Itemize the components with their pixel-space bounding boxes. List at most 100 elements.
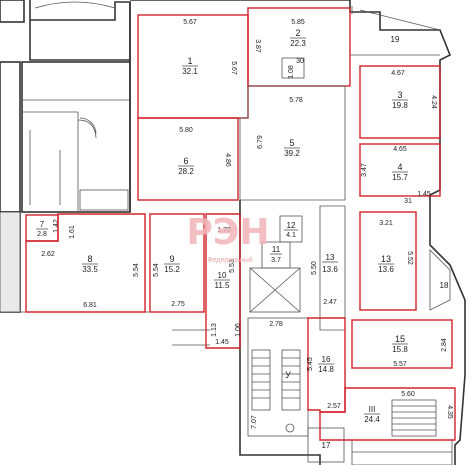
- watermark-text: Федеральный: [207, 256, 252, 264]
- room-17: 17: [307, 427, 345, 463]
- watermark-logo: РЭН: [187, 212, 270, 253]
- dim-5-78: 5.78: [289, 97, 303, 104]
- room-9: 9 15.2 5.54 2.75: [149, 213, 205, 313]
- dim-1-42: 1.42: [53, 219, 60, 233]
- room-15-number: 15: [395, 334, 405, 344]
- dim-1-61: 1.61: [69, 225, 76, 239]
- room-6-number: 6: [183, 156, 188, 166]
- room-18: 18: [429, 249, 451, 311]
- room-1: 1 32.1 5.67 5.67: [137, 14, 249, 119]
- dim-3-87: 3.87: [254, 39, 261, 53]
- dim-2-75: 2.75: [171, 301, 185, 308]
- elevator-shaft: [249, 267, 301, 313]
- room-10-area: 11.5: [215, 281, 231, 290]
- room-18-number: 18: [440, 281, 449, 290]
- dim-3-21: 3.21: [379, 220, 393, 227]
- dim-2-62: 2.62: [41, 251, 55, 258]
- dim-3-47: 3.47: [361, 163, 368, 177]
- dim-2-47: 2.47: [323, 299, 337, 306]
- dim-5-53: 5.53: [229, 259, 236, 273]
- dim-7-07: 7.07: [251, 415, 258, 429]
- room-6-area: 28.2: [178, 167, 194, 176]
- room-16-number: 16: [322, 355, 331, 364]
- dim-1-13: 1.13: [211, 323, 218, 337]
- dim-4-67: 4.67: [391, 70, 405, 77]
- room-3: 3 19.8 4.67 4.24: [359, 65, 441, 139]
- room-16-area: 14.8: [318, 365, 334, 374]
- dim-5-85: 5.85: [291, 19, 305, 26]
- room-III-number: III: [369, 405, 376, 414]
- dim-5-45: 5.45: [307, 357, 314, 371]
- room-11-area: 3.7: [271, 257, 281, 264]
- dim-30: 30: [296, 58, 304, 65]
- dim-4-65: 4.65: [393, 146, 407, 153]
- dim-1-08: 1.08: [288, 65, 295, 79]
- room-12: 12 4.1: [279, 215, 303, 243]
- room-10: 10 11.5 1.70 5.53 1.13 1.06 1.45: [205, 213, 242, 349]
- dim-1-45: 1.45: [417, 191, 431, 198]
- dim-5-67-top: 5.67: [183, 19, 197, 26]
- room-15-area: 15.8: [392, 345, 408, 354]
- room-III-area: 24.4: [364, 415, 380, 424]
- room-12-number: 12: [287, 221, 296, 230]
- dim-6-79: 6.79: [257, 135, 264, 149]
- dim-6-81: 6.81: [83, 302, 97, 309]
- dim-5-80: 5.80: [179, 127, 193, 134]
- room-13: 13 13 13.6 5.50 2.47: [311, 205, 346, 331]
- dim-5-57: 5.57: [393, 361, 407, 368]
- dim-5-67-side: 5.67: [230, 61, 237, 75]
- room-4-area: 15.7: [392, 173, 408, 182]
- room-19: 19: [350, 35, 440, 56]
- room-2-area: 22.3: [290, 39, 306, 48]
- room-7: 7 2.8 1.42 1.61 2.62: [25, 214, 76, 258]
- room-3-area: 19.8: [392, 101, 408, 110]
- room-12-area: 4.1: [286, 232, 296, 239]
- dim-5-60: 5.60: [401, 391, 415, 398]
- room-15: 15 15.8 5.57 2.84: [351, 319, 453, 369]
- room-19-number: 19: [391, 35, 400, 44]
- room-10-number: 10: [218, 271, 227, 280]
- room-III: III 24.4 5.60 2.57 4.35: [319, 387, 456, 441]
- room-14-number: 13: [381, 254, 391, 264]
- room-9-area: 15.2: [164, 265, 180, 274]
- dim-2-57: 2.57: [327, 403, 341, 410]
- dim-1-70: 1.70: [217, 227, 231, 234]
- room-8: 8 33.5 6.81 5.54: [25, 213, 146, 313]
- room-7-area: 2.8: [37, 231, 47, 238]
- room-7-number: 7: [40, 220, 45, 229]
- room-8-area: 33.5: [82, 265, 98, 274]
- room-9-number: 9: [169, 254, 174, 264]
- room-16: 16 14.8 5.45: [307, 317, 346, 413]
- dim-31: 31: [404, 198, 412, 205]
- room-1-area: 32.1: [182, 67, 198, 76]
- dim-5-54-right: 5.54: [153, 263, 160, 277]
- room-2-number: 2: [295, 28, 300, 38]
- dim-4-86: 4.86: [224, 153, 231, 167]
- watermark: РЭН Федеральный: [187, 212, 270, 264]
- stair-mark: У: [285, 370, 291, 380]
- room-4-number: 4: [397, 162, 402, 172]
- dim-2-84: 2.84: [441, 338, 448, 352]
- dim-1-45-b: 1.45: [215, 339, 229, 346]
- room-13-label: 13: [326, 253, 335, 262]
- room-6: 6 28.2 5.80 4.86: [137, 117, 239, 201]
- room-1-number: 1: [187, 56, 192, 66]
- dim-5-54-left: 5.54: [133, 263, 140, 277]
- room-5-number: 5: [289, 138, 294, 148]
- dim-4-24: 4.24: [430, 95, 437, 109]
- dim-2-78: 2.78: [269, 321, 283, 328]
- room-5: 5 39.2 5.78 6.79: [239, 85, 346, 201]
- room-17-number: 17: [322, 441, 331, 450]
- stair-block: 2.78 У 7.07: [247, 317, 309, 437]
- room-14-area: 13.6: [378, 265, 394, 274]
- room-2: 2 22.3 5.85 3.87 30 1.08: [247, 7, 351, 87]
- dim-1-06: 1.06: [235, 323, 242, 337]
- room-8-number: 8: [87, 254, 92, 264]
- dim-5-52: 5.52: [406, 251, 413, 265]
- room-5-area: 39.2: [284, 149, 300, 158]
- room-14: 13 13.6 3.21 5.52: [359, 211, 417, 311]
- room-11-number: 11: [272, 245, 281, 254]
- room-13-area: 13.6: [322, 265, 338, 274]
- room-3-number: 3: [397, 90, 402, 100]
